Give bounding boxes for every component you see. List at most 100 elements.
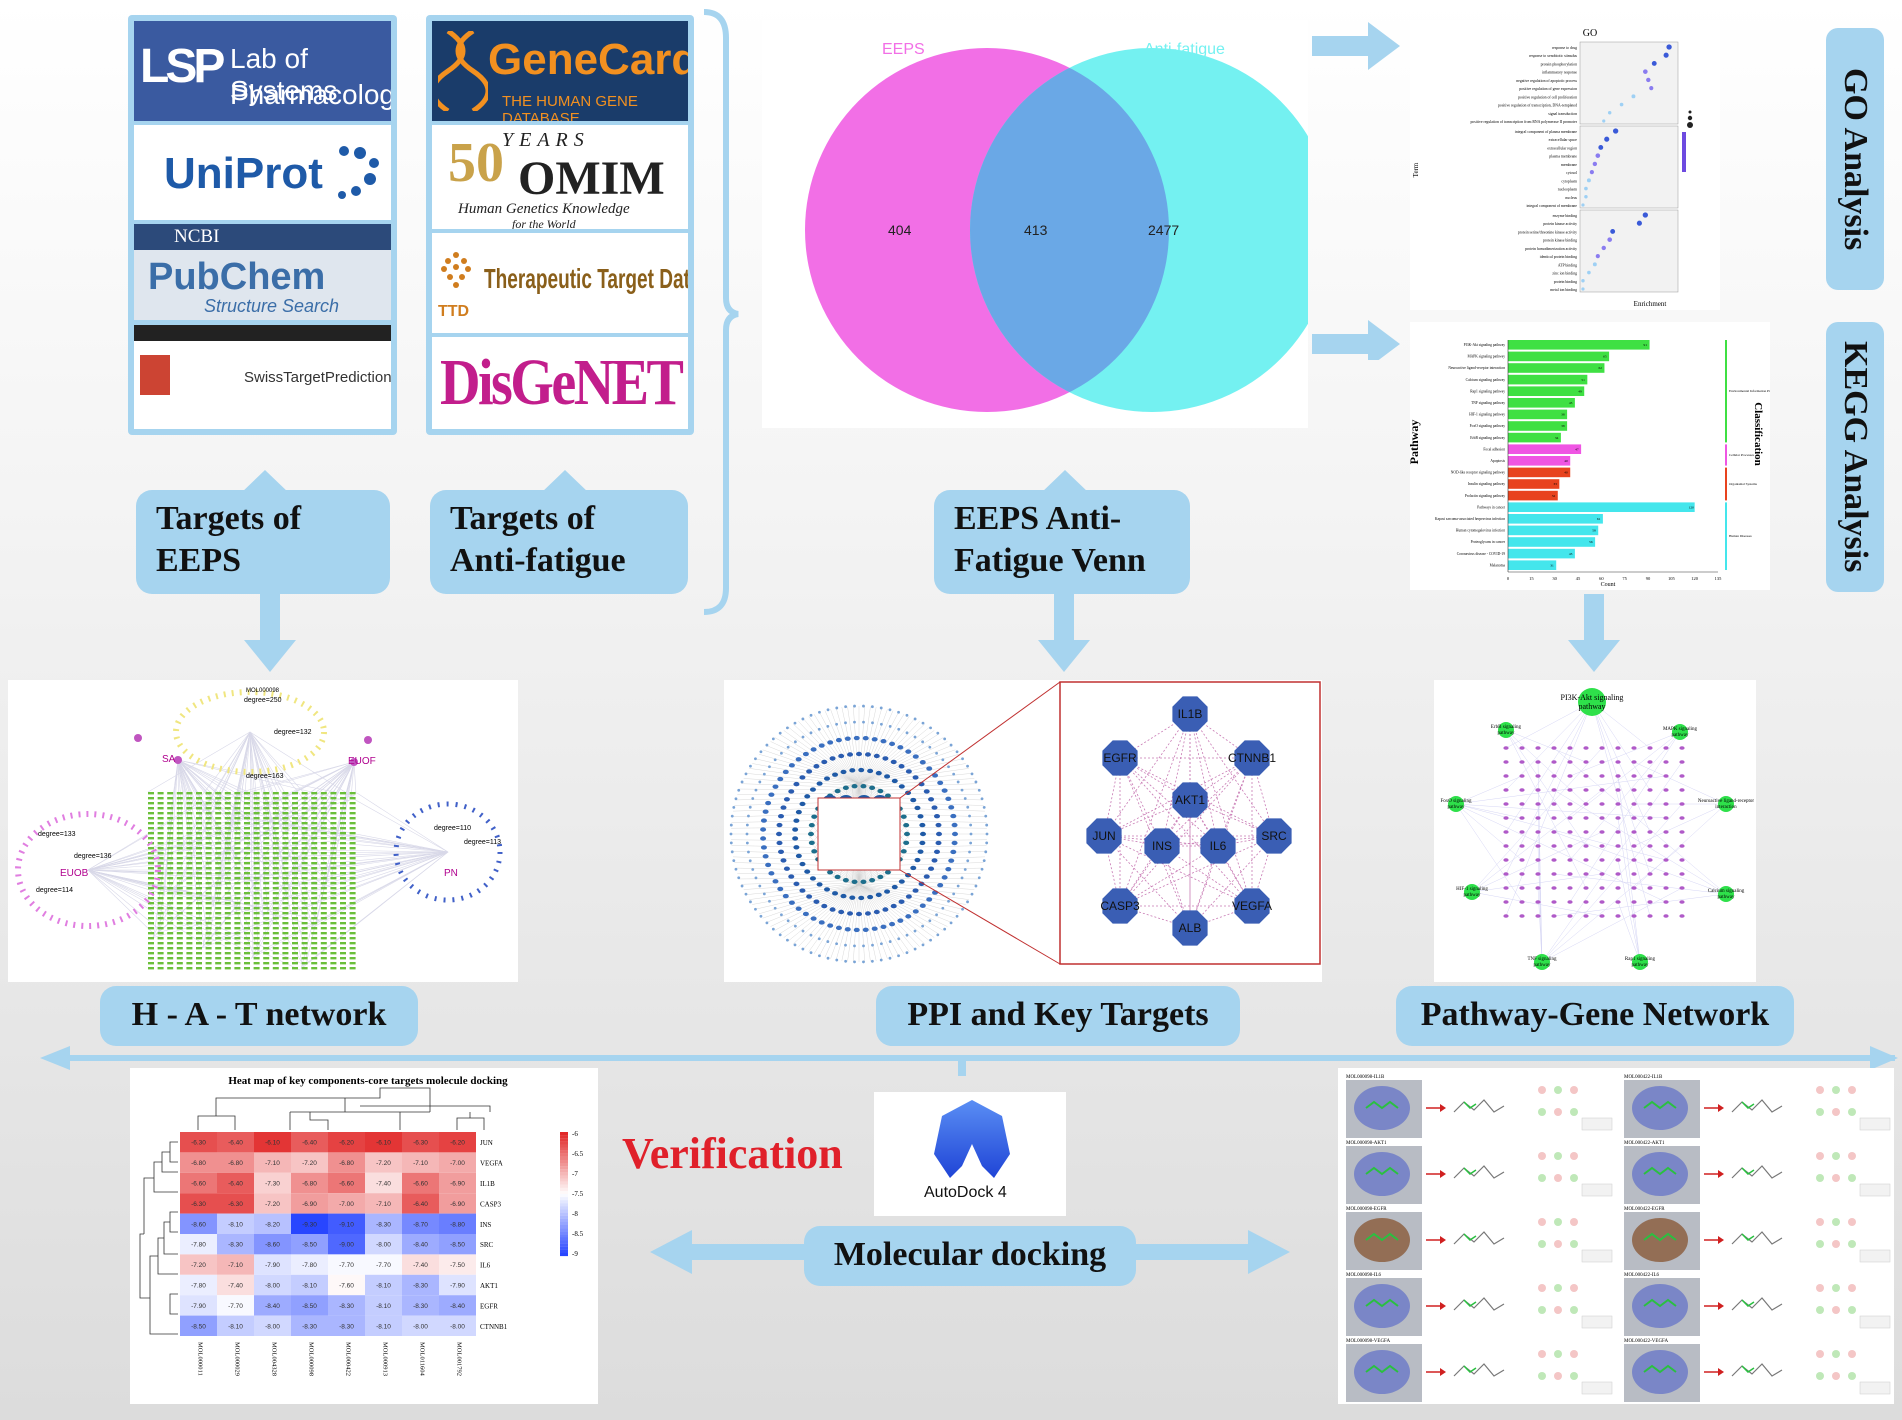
hat-target-node <box>253 932 260 935</box>
ppi-node <box>897 745 904 750</box>
pg-gene-node <box>1519 802 1525 806</box>
ppi-node <box>768 792 775 797</box>
ppi-node <box>745 823 749 827</box>
ppi-node <box>734 797 738 801</box>
pg-gene-node <box>1647 760 1653 764</box>
hat-target-node <box>234 892 241 895</box>
hat-target-node <box>186 872 193 875</box>
kegg-class-label: Organismal Systems <box>1729 482 1758 486</box>
heatmap-cell-value: -7.60 <box>339 1283 354 1290</box>
pg-gene-node <box>1519 830 1525 834</box>
hat-target-node <box>263 887 270 890</box>
go-dot <box>1631 94 1636 99</box>
hat-target-node <box>272 882 279 885</box>
ppi-node <box>847 911 854 916</box>
heatmap-cell <box>439 1234 476 1255</box>
hat-target-node <box>186 912 193 915</box>
hat-target-node <box>282 842 289 845</box>
hat-target-node <box>196 907 202 910</box>
ppi-node <box>914 857 921 863</box>
go-term-label: response to drug <box>1552 46 1577 50</box>
hat-target-node <box>205 917 212 920</box>
hat-target-node <box>263 877 270 880</box>
ppi-node <box>862 704 865 708</box>
ppi-key-edge <box>1119 757 1253 907</box>
pg-gene-node <box>1631 746 1637 750</box>
pg-pathway-label: Rap1 signaling <box>1625 957 1656 962</box>
heatmap-scale-swatch <box>560 1159 568 1164</box>
hat-target-node <box>292 947 298 950</box>
hat-target-node <box>349 872 356 875</box>
ppi-node <box>817 937 821 941</box>
hat-target-node <box>224 837 231 840</box>
hat-target-node <box>349 852 356 855</box>
hat-target-node <box>244 902 250 905</box>
hat-target-node <box>292 857 298 860</box>
heatmap-cell-value: -7.00 <box>339 1201 354 1208</box>
hat-target-node <box>176 797 183 800</box>
go-dot <box>1649 86 1654 91</box>
kegg-bar-value: 47 <box>1575 447 1579 451</box>
pg-gene-node <box>1679 886 1685 890</box>
docking-2d-residue <box>1554 1350 1562 1358</box>
pg-gene-node <box>1663 830 1669 834</box>
hat-target-node <box>186 867 193 870</box>
hat-target-node <box>320 892 327 895</box>
hat-target-node <box>167 937 174 940</box>
hat-target-node <box>311 967 318 970</box>
docking-3d-pose <box>1453 1099 1505 1113</box>
hat-target-node <box>176 822 183 825</box>
heatmap-cell <box>217 1254 254 1275</box>
hat-target-node <box>148 907 154 910</box>
hat-target-node <box>234 937 241 940</box>
docking-caption: MOL000098-VEGFA <box>1346 1339 1390 1344</box>
ppi-node <box>853 927 860 933</box>
hat-target-node <box>253 822 260 825</box>
heatmap-cell-value: -8.50 <box>191 1323 206 1330</box>
ppi-node <box>782 893 789 899</box>
heatmap-row-label: CASP3 <box>480 1200 502 1208</box>
hat-target-node <box>340 947 346 950</box>
hat-target-node <box>148 937 154 940</box>
hat-target-node <box>272 887 279 890</box>
hat-target-node <box>311 857 318 860</box>
ppi-node <box>734 867 738 871</box>
kegg-pathway-label: Apoptosis <box>1490 459 1505 463</box>
ncbi-bar: NCBI <box>134 224 391 250</box>
kegg-analysis-text: KEGG Analysis <box>1837 341 1874 573</box>
ppi-node <box>877 874 884 880</box>
ppi-node <box>900 849 907 854</box>
ppi-node <box>919 840 926 846</box>
heatmap-cell-value: -8.30 <box>413 1303 428 1310</box>
pg-pathway-label: pathway <box>1464 893 1481 898</box>
ppi-node <box>801 947 805 951</box>
go-dot <box>1581 287 1585 291</box>
go-dot <box>1584 195 1588 199</box>
omim-sub1: Human Genetics Knowledge <box>458 201 630 217</box>
hat-target-node <box>301 947 308 950</box>
ppi-node <box>826 725 830 728</box>
heatmap-row-label: IL6 <box>480 1262 491 1270</box>
hat-target-node <box>148 857 154 860</box>
omim-sub2: for the World <box>512 217 576 229</box>
pg-gene-node <box>1503 844 1509 848</box>
heatmap-scale-swatch <box>560 1147 568 1151</box>
hat-target-node <box>272 957 279 960</box>
omim-years: YEARS <box>502 129 590 151</box>
pg-gene-node <box>1551 746 1557 750</box>
heatmap-cell <box>291 1193 328 1214</box>
ppi-node <box>933 813 940 819</box>
docking-2d-residue <box>1538 1174 1546 1182</box>
hat-target-node <box>282 932 289 935</box>
hat-target-node <box>234 862 241 865</box>
hat-target-node <box>234 867 241 870</box>
hat-target-node <box>349 877 356 880</box>
ppi-node <box>793 881 800 887</box>
ppi-node <box>754 876 758 880</box>
hat-target-node <box>205 947 212 950</box>
ppi-node <box>824 887 830 892</box>
hat-target-node <box>253 797 260 800</box>
hat-target-node <box>349 882 356 885</box>
hat-target-node <box>301 872 308 875</box>
